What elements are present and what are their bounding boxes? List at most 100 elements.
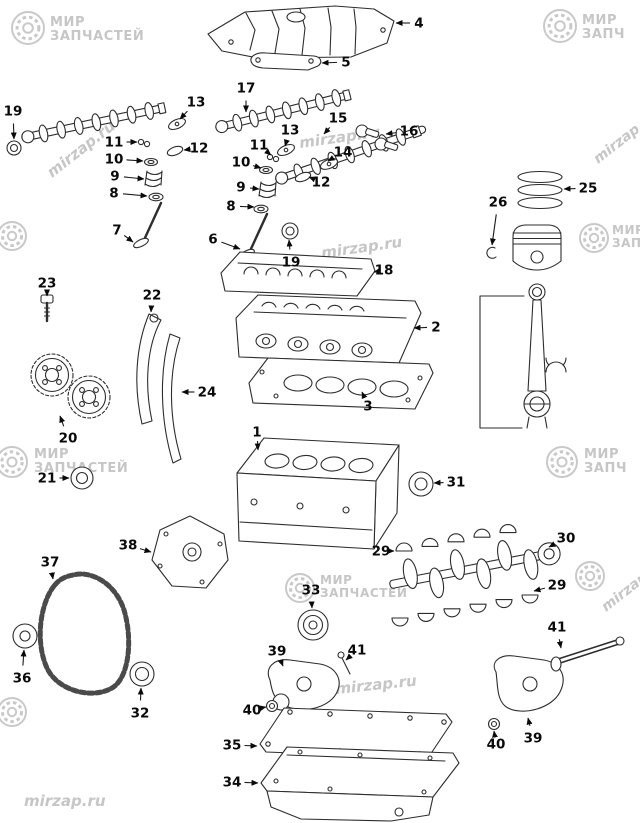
part-number-label[interactable]: 2 bbox=[431, 320, 440, 336]
part-number-label[interactable]: 1 bbox=[252, 425, 261, 441]
part-number-label[interactable]: 12 bbox=[190, 141, 209, 157]
part-number-label[interactable]: 13 bbox=[281, 123, 300, 139]
part-callout-10[interactable]: 10 bbox=[232, 155, 262, 171]
part-number-label[interactable]: 23 bbox=[38, 276, 57, 292]
part-callout-26[interactable]: 26 bbox=[489, 195, 508, 246]
part-callout-39[interactable]: 39 bbox=[524, 717, 543, 747]
part-callout-16[interactable]: 16 bbox=[385, 124, 419, 140]
part-number-label[interactable]: 41 bbox=[548, 620, 567, 636]
part-number-label[interactable]: 18 bbox=[375, 263, 394, 279]
part-number-label[interactable]: 24 bbox=[198, 385, 217, 401]
part-number-label[interactable]: 14 bbox=[334, 145, 353, 161]
part-number-label[interactable]: 32 bbox=[131, 706, 150, 722]
part-callout-39[interactable]: 39 bbox=[268, 644, 287, 667]
part-number-label[interactable]: 25 bbox=[579, 181, 598, 197]
part-number-label[interactable]: 16 bbox=[400, 124, 419, 140]
part-number-label[interactable]: 20 bbox=[59, 431, 78, 447]
part-callout-30[interactable]: 30 bbox=[548, 531, 576, 548]
part-number-label[interactable]: 8 bbox=[109, 186, 118, 202]
part-number-label[interactable]: 13 bbox=[187, 95, 206, 111]
part-number-label[interactable]: 10 bbox=[232, 155, 251, 171]
part-callout-7[interactable]: 7 bbox=[112, 223, 134, 243]
part-callout-6[interactable]: 6 bbox=[208, 232, 241, 250]
part-callout-19[interactable]: 19 bbox=[4, 104, 23, 140]
part-number-label[interactable]: 38 bbox=[119, 538, 138, 554]
part-callout-8[interactable]: 8 bbox=[109, 186, 148, 202]
part-callout-11[interactable]: 11 bbox=[250, 138, 272, 156]
part-callout-9[interactable]: 9 bbox=[236, 180, 260, 196]
part-callout-3[interactable]: 3 bbox=[361, 391, 373, 415]
part-callout-41[interactable]: 41 bbox=[548, 620, 567, 649]
part-number-label[interactable]: 39 bbox=[268, 644, 287, 660]
part-number-label[interactable]: 17 bbox=[237, 81, 256, 97]
part-number-label[interactable]: 19 bbox=[282, 255, 301, 271]
part-number-label[interactable]: 5 bbox=[341, 55, 350, 71]
part-number-label[interactable]: 31 bbox=[447, 475, 466, 491]
part-callout-9[interactable]: 9 bbox=[110, 169, 145, 185]
part-number-label[interactable]: 9 bbox=[236, 180, 245, 196]
part-callout-15[interactable]: 15 bbox=[323, 111, 348, 135]
part-callout-33[interactable]: 33 bbox=[302, 583, 321, 609]
part-callout-40[interactable]: 40 bbox=[487, 730, 506, 753]
part-callout-1[interactable]: 1 bbox=[252, 425, 262, 451]
part-callout-5[interactable]: 5 bbox=[321, 55, 351, 71]
part-number-label[interactable]: 34 bbox=[223, 775, 242, 791]
part-callout-12[interactable]: 12 bbox=[308, 175, 331, 191]
part-callout-17[interactable]: 17 bbox=[237, 81, 256, 113]
part-number-label[interactable]: 15 bbox=[329, 111, 348, 127]
part-number-label[interactable]: 6 bbox=[208, 232, 217, 248]
part-callout-31[interactable]: 31 bbox=[433, 475, 466, 491]
part-callout-20[interactable]: 20 bbox=[59, 415, 78, 447]
part-callout-19[interactable]: 19 bbox=[282, 239, 301, 271]
part-number-label[interactable]: 29 bbox=[372, 544, 391, 560]
part-number-label[interactable]: 12 bbox=[312, 175, 331, 191]
part-callout-21[interactable]: 21 bbox=[38, 471, 70, 487]
part-number-label[interactable]: 8 bbox=[226, 199, 235, 215]
part-number-label[interactable]: 21 bbox=[38, 471, 57, 487]
part-number-label[interactable]: 19 bbox=[4, 104, 23, 120]
part-number-label[interactable]: 7 bbox=[112, 223, 121, 239]
part-number-label[interactable]: 29 bbox=[548, 578, 567, 594]
part-callout-41[interactable]: 41 bbox=[345, 643, 367, 661]
part-callout-40[interactable]: 40 bbox=[243, 703, 267, 719]
part-number-label[interactable]: 11 bbox=[105, 135, 124, 151]
part-number-label[interactable]: 30 bbox=[557, 531, 576, 547]
part-number-label[interactable]: 3 bbox=[363, 399, 372, 415]
part-callout-14[interactable]: 14 bbox=[327, 145, 353, 162]
part-callout-25[interactable]: 25 bbox=[563, 181, 598, 197]
part-callout-8[interactable]: 8 bbox=[226, 199, 255, 215]
part-number-label[interactable]: 11 bbox=[250, 138, 269, 154]
part-callout-4[interactable]: 4 bbox=[395, 16, 424, 32]
part-callout-13[interactable]: 13 bbox=[179, 95, 206, 120]
part-number-label[interactable]: 41 bbox=[348, 643, 367, 659]
part-callout-38[interactable]: 38 bbox=[119, 538, 152, 554]
part-callout-11[interactable]: 11 bbox=[105, 135, 138, 151]
part-number-label[interactable]: 40 bbox=[487, 737, 506, 753]
part-callout-35[interactable]: 35 bbox=[223, 738, 258, 754]
part-number-label[interactable]: 9 bbox=[110, 169, 119, 185]
part-number-label[interactable]: 33 bbox=[302, 583, 321, 599]
part-callout-13[interactable]: 13 bbox=[281, 123, 300, 147]
part-number-label[interactable]: 10 bbox=[105, 152, 124, 168]
part-callout-22[interactable]: 22 bbox=[143, 288, 162, 313]
part-number-label[interactable]: 39 bbox=[524, 731, 543, 747]
part-callout-36[interactable]: 36 bbox=[13, 649, 32, 687]
part-number-label[interactable]: 40 bbox=[243, 703, 262, 719]
part-callout-37[interactable]: 37 bbox=[41, 555, 60, 580]
part-callout-12[interactable]: 12 bbox=[183, 141, 209, 157]
part-number-label[interactable]: 26 bbox=[489, 195, 508, 211]
part-number-label[interactable]: 22 bbox=[143, 288, 162, 304]
part-callout-24[interactable]: 24 bbox=[181, 385, 217, 401]
part-callout-32[interactable]: 32 bbox=[131, 687, 150, 722]
part-callout-29[interactable]: 29 bbox=[372, 544, 395, 560]
part-callout-10[interactable]: 10 bbox=[105, 152, 144, 168]
part-callout-34[interactable]: 34 bbox=[223, 775, 259, 791]
part-number-label[interactable]: 37 bbox=[41, 555, 60, 571]
part-callout-23[interactable]: 23 bbox=[38, 276, 57, 297]
part-callout-29[interactable]: 29 bbox=[533, 578, 567, 594]
part-number-label[interactable]: 36 bbox=[13, 671, 32, 687]
part-number-label[interactable]: 4 bbox=[414, 16, 423, 32]
part-callout-18[interactable]: 18 bbox=[373, 263, 394, 279]
part-callout-2[interactable]: 2 bbox=[413, 320, 441, 336]
part-number-label[interactable]: 35 bbox=[223, 738, 242, 754]
